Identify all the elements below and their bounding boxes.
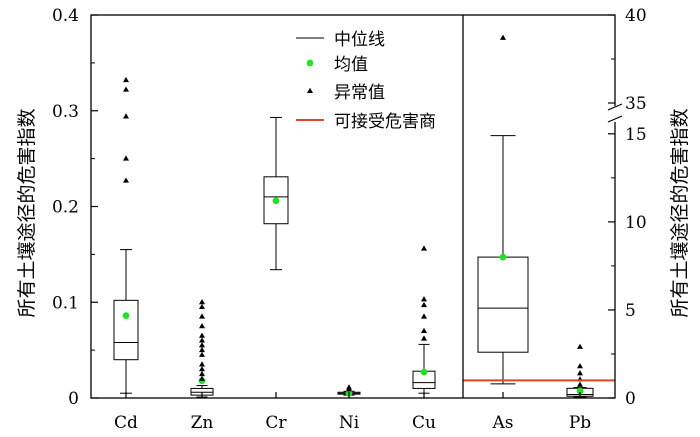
axis-break-mark (607, 115, 623, 123)
legend-threshold-label: 可接受危害商 (334, 112, 436, 132)
x-tick-label: Ni (339, 413, 360, 433)
legend-outlier-swatch (307, 87, 313, 93)
outlier-marker (199, 370, 205, 377)
x-tick-label: Cr (265, 413, 287, 433)
legend-mean-swatch (306, 59, 314, 67)
outlier-marker (421, 327, 427, 333)
legend-outlier-label: 异常值 (334, 83, 385, 103)
box-group-Pb (566, 343, 594, 398)
x-tick-label: Cd (114, 413, 138, 433)
left-tick-label: 0.3 (52, 102, 79, 122)
outlier-marker (199, 337, 205, 343)
right-tick-label: 15 (625, 125, 647, 145)
right-tick-label: 0 (625, 389, 636, 409)
mean-marker (272, 197, 280, 205)
mean-marker (576, 387, 584, 395)
box-group-As (477, 34, 529, 385)
box-group-Cd (113, 76, 139, 394)
box-group-Cu (412, 245, 436, 394)
x-tick-label: Pb (569, 413, 591, 433)
outlier-marker (199, 346, 205, 353)
outlier-marker (421, 335, 427, 341)
left-tick-label: 0 (68, 389, 79, 409)
outlier-marker (346, 384, 352, 390)
outlier-marker (199, 375, 205, 381)
left-tick-label: 0.1 (52, 293, 79, 313)
outlier-marker (500, 34, 506, 40)
outlier-marker (123, 86, 129, 92)
right-tick-label: 10 (625, 213, 647, 233)
outlier-marker (199, 322, 205, 329)
outlier-marker (123, 76, 129, 83)
outlier-marker (199, 303, 205, 310)
outlier-marker (421, 296, 427, 302)
outlier-marker (577, 343, 583, 349)
outlier-marker (199, 361, 205, 367)
box-group-Cr (263, 116, 289, 271)
outlier-marker (577, 363, 583, 369)
outlier-marker (199, 342, 205, 348)
axis-break-mark (607, 103, 623, 111)
x-tick-label: Cu (412, 413, 436, 433)
outlier-marker (421, 301, 427, 308)
left-tick-label: 0.2 (52, 198, 79, 218)
outlier-marker (199, 332, 205, 338)
outlier-marker (577, 370, 583, 376)
axis-break-gap (611, 106, 619, 122)
outlier-marker (199, 351, 205, 357)
right-tick-label: 40 (625, 6, 647, 26)
outlier-marker (123, 155, 129, 161)
box-iqr (113, 299, 139, 361)
x-tick-label: As (491, 413, 513, 433)
mean-marker (499, 253, 507, 261)
outlier-marker (199, 299, 205, 305)
box-group-Zn (190, 299, 214, 398)
outlier-marker (199, 313, 205, 319)
plot-area (113, 34, 615, 398)
right-tick-label: 35 (625, 94, 647, 114)
mean-marker (122, 312, 130, 320)
outlier-marker (421, 313, 427, 319)
legend-median-label: 中位线 (334, 30, 385, 50)
outlier-marker (421, 245, 427, 251)
y-axis-label-right: 所有土壤途径的危害指数 (669, 108, 691, 317)
outlier-marker (123, 113, 129, 119)
y-axis-label-left: 所有土壤途径的危害指数 (16, 108, 38, 317)
box-iqr (477, 256, 529, 353)
outlier-marker (199, 366, 205, 372)
outlier-marker (123, 177, 129, 183)
legend-mean-label: 均值 (334, 55, 368, 75)
mean-marker (420, 368, 428, 376)
left-tick-label: 0.4 (52, 6, 79, 26)
x-tick-label: Zn (191, 413, 214, 433)
outlier-marker (577, 381, 583, 387)
right-tick-label: 5 (625, 301, 636, 321)
